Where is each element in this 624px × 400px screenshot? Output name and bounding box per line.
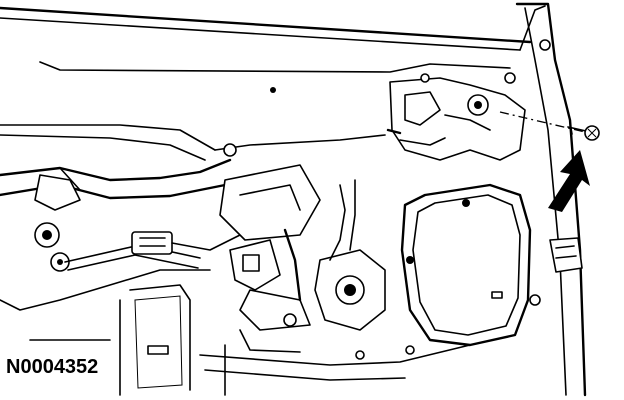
latch-assembly [386,73,526,161]
window-frame [0,2,587,397]
arrow-icon [548,150,590,212]
figure-id-label: N0004352 [6,356,99,378]
latch-screw [499,111,600,141]
side-connector [549,237,583,273]
handle-rod [0,158,232,211]
window-regulator [219,164,321,353]
lower-rail [199,344,471,396]
speaker-opening [400,183,532,347]
door-inner-panel [0,61,511,396]
fasteners [223,39,551,306]
left-pivot [34,222,201,272]
regulator-motor [314,179,386,331]
